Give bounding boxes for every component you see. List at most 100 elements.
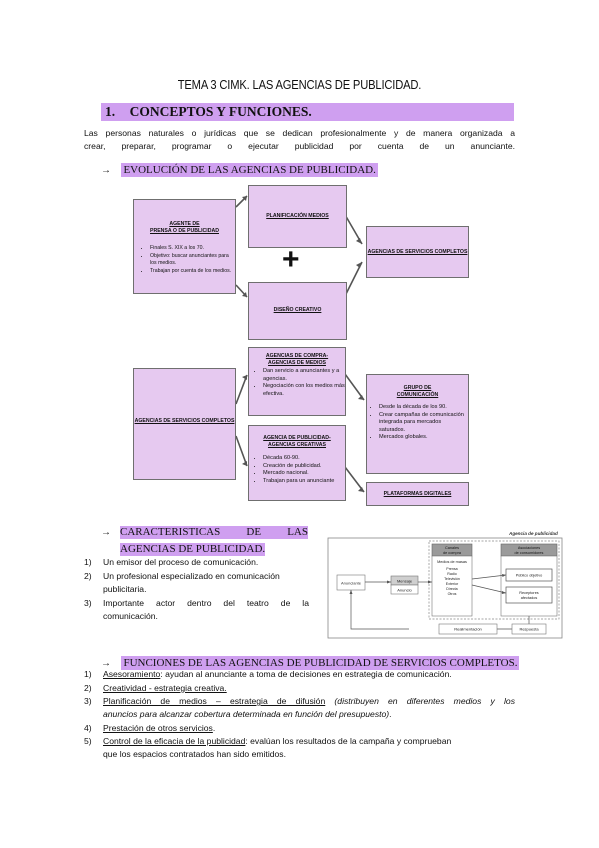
list-item: Un profesional especializado en comunica… (103, 571, 280, 581)
medio-item: Exterior (446, 582, 459, 586)
diseno-creativo-box: DISEÑO CREATIVO (248, 282, 347, 340)
creativas-bullet: Trabajan para un anunciante (263, 478, 345, 486)
agente-title-2: PRENSA O DE PUBLICIDAD (150, 228, 219, 234)
caracteristicas-heading-line-2: AGENCIAS DE PUBLICIDAD. (120, 543, 266, 556)
publico-label: Público objetivo (516, 574, 543, 578)
agencias-creativas-box: AGENCIA DE PUBLICIDAD- AGENCIAS CREATIVA… (248, 425, 346, 501)
list-number: 2) (84, 683, 92, 693)
list-number: 1) (84, 557, 92, 567)
anuncio-box (390, 584, 419, 595)
section-number: 1. (105, 104, 116, 119)
respuesta-box (511, 623, 547, 635)
receptor-label-1: Receptores (519, 591, 539, 595)
funcion-desc-end: . (389, 709, 392, 719)
agente-title-1: AGENTE DE (169, 221, 200, 227)
plataformas-digitales-box: PLATAFORMAS DIGITALES (366, 482, 469, 506)
agente-prensa-box: AGENTE DE PRENSA O DE PUBLICIDAD Finales… (133, 199, 236, 294)
asociaciones-label-2: de consumidores (515, 551, 544, 555)
grupo-title-2: COMUNICACIÓN (396, 392, 439, 398)
arrow-icon: → (101, 165, 111, 176)
creativas-bullet: Mercado nacional. (263, 470, 345, 478)
list-item-cont: anuncios para alcanzar cobertura determi… (103, 708, 392, 721)
creativas-bullet: Década 60-90. (263, 455, 345, 463)
list-number: 3) (84, 598, 92, 608)
agente-bullet: Trabajan por cuenta de los medios. (150, 268, 235, 276)
plus-icon: + (282, 243, 300, 276)
plataformas-label: PLATAFORMAS DIGITALES (383, 491, 452, 497)
mensaje-label: Mensaje (397, 579, 413, 584)
list-number: 2) (84, 571, 92, 581)
diseno-label: DISEÑO CREATIVO (273, 307, 322, 313)
agente-bullet: Objetivo: buscar anunciantes para los me… (150, 253, 235, 268)
list-number: 5) (84, 736, 92, 746)
funcion-term: Asesoramiento (103, 669, 161, 679)
funcion-desc: : evalúan los resultados de la campaña y… (245, 736, 452, 746)
intro-line-2: crear, preparar, programar o ejecutar pu… (84, 141, 515, 151)
medio-item: Otros (448, 592, 457, 596)
caracteristicas-heading-line-1: CARACTERISTICAS DE LAS (120, 526, 308, 539)
compra-bullet: Dan servicio a anunciantes y a agencias. (263, 368, 345, 383)
anuncio-label: Anuncio (397, 588, 412, 593)
creativas-bullets: Década 60-90. Creación de publicidad. Me… (249, 455, 345, 485)
receptor-label-2: afectados (521, 596, 538, 600)
funcion-term: Control de la eficacia de la publicidad (103, 736, 246, 746)
list-item: Importante actor dentro del teatro de la (103, 598, 309, 608)
section-title: CONCEPTOS Y FUNCIONES. (129, 104, 312, 119)
compra-title-2: AGENCIAS DE MEDIOS (268, 360, 326, 366)
grupo-title-1: GRUPO DE (403, 385, 432, 391)
agente-bullet: Finales S. XIX a los 70. (150, 245, 235, 253)
grupo-bullet: Crear campañas de comunicación integrada… (379, 412, 468, 435)
communication-diagram: Agencia de publicidad Anunciante Mensaje… (327, 531, 563, 639)
realimentacion-box (438, 623, 498, 635)
list-item: Un emisor del proceso de comunicación. (103, 557, 259, 567)
compra-title-1: AGENCIAS DE COMPRA- (265, 353, 329, 359)
medios-masas-label: Medios de masas (437, 560, 467, 564)
caracteristicas-list: 1) Un emisor del proceso de comunicación… (84, 556, 309, 626)
funcion-desc: (distribuyen en diferentes medios y los (325, 696, 515, 706)
funcion-desc: . (212, 723, 216, 733)
respuesta-label: Respuesta (519, 627, 539, 632)
list-item: Asesoramiento: ayudan al anunciante a to… (103, 668, 452, 681)
agente-bullets: Finales S. XIX a los 70. Objetivo: busca… (134, 245, 235, 275)
funciones-list: 1) Asesoramiento: ayudan al anunciante a… (84, 668, 515, 768)
servicios-completos-box: AGENCIAS DE SERVICIOS COMPLETOS (366, 226, 469, 278)
servicios-completos-left-box: AGENCIAS DE SERVICIOS COMPLETOS (133, 368, 236, 480)
agencia-dashed-frame (428, 540, 560, 620)
arrow-icon: → (101, 527, 111, 538)
grupo-bullets: Desde la década de los 90. Crear campaña… (367, 404, 468, 442)
planificacion-medios-box: PLANIFICACIÓN MEDIOS (248, 185, 347, 248)
medio-item: Prensa (446, 567, 457, 571)
list-number: 1) (84, 669, 92, 679)
servicios-completos-left-label: AGENCIAS DE SERVICIOS COMPLETOS (134, 418, 235, 424)
funcion-term: Prestación de otros servicios (103, 723, 213, 733)
compra-bullet: Negociación con los medios más efectiva. (263, 383, 345, 398)
funcion-term: Creatividad - estrategia creativa. (103, 683, 227, 693)
funciones-heading: FUNCIONES DE LAS AGENCIAS DE PUBLICIDAD … (121, 656, 520, 670)
realimentacion-label: Realimentación (454, 627, 482, 632)
intro-line-1: Las personas naturales o jurídicas que s… (84, 128, 515, 138)
canales-label-2: de compra (443, 551, 462, 555)
planificacion-label: PLANIFICACIÓN MEDIOS (266, 213, 329, 219)
creativas-title-1: AGENCIA DE PUBLICIDAD- (263, 435, 331, 441)
medio-item: Radio (447, 572, 456, 576)
creativas-bullet: Creación de publicidad. (263, 463, 345, 471)
funcion-term: Planificación de medios – estrategia de … (103, 696, 326, 706)
grupo-bullet: Desde la década de los 90. (379, 404, 468, 412)
list-number: 3) (84, 696, 92, 706)
funcion-desc-cont: anuncios para alcanzar cobertura determi… (103, 709, 390, 719)
list-number: 4) (84, 723, 92, 733)
funcion-desc: : ayudan al anunciante a toma de decisio… (160, 669, 452, 679)
page-title: TEMA 3 CIMK. LAS AGENCIAS DE PUBLICIDAD. (177, 77, 422, 92)
evolucion-heading-row: → EVOLUCIÓN DE LAS AGENCIAS DE PUBLICIDA… (101, 160, 378, 178)
agencia-label: Agencia de publicidad (508, 531, 558, 536)
creativas-title-2: AGENCIAS CREATIVAS (267, 442, 327, 448)
arrow-icon: → (101, 658, 111, 669)
agencias-compra-box: AGENCIAS DE COMPRA- AGENCIAS DE MEDIOS D… (248, 347, 346, 416)
list-item: Control de la eficacia de la publicidad:… (103, 735, 451, 748)
medio-item: Directa (446, 587, 457, 591)
asociaciones-box (500, 555, 558, 617)
receptor-box (505, 586, 553, 604)
anunciante-label: Anunciante (341, 581, 362, 586)
list-item: Prestación de otros servicios. (103, 722, 215, 735)
evolution-arrows (235, 195, 365, 493)
